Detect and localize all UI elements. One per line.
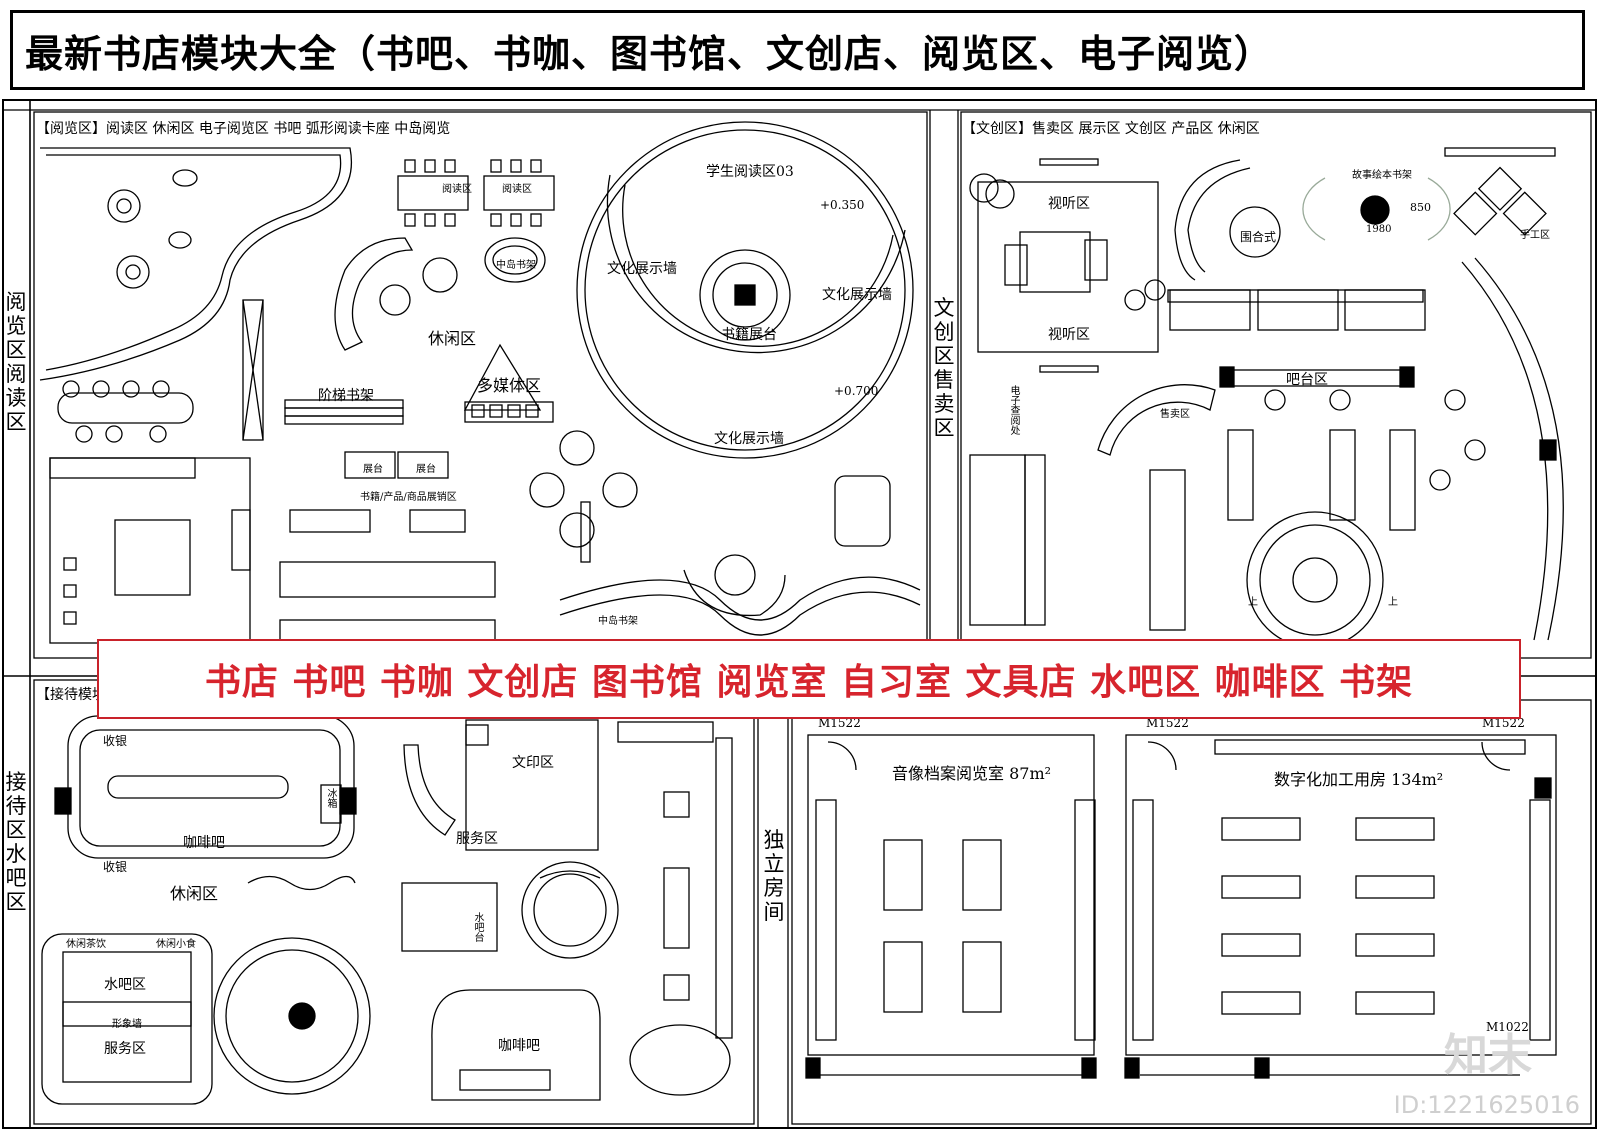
label-product-area: 书籍/产品/商品展销区 [360,492,457,503]
side-label-room: 独立房间 [763,828,785,924]
label-cashier-bottom: 收银 [103,860,128,874]
label-leisure: 休闲区 [428,329,477,348]
label-av-top: 视听区 [1048,196,1090,212]
brand-watermark: 知末 [1444,1030,1532,1081]
label-story-shelf: 故事绘本书架 [1352,170,1412,181]
label-fridge: 冰箱 [325,788,336,808]
label-service: 服务区 [104,1041,146,1057]
label-water-bar: 水吧区 [104,977,146,993]
label-up-left: 上 [1248,597,1258,608]
label-reading-zone-1: 阅读区 [442,184,472,195]
label-dim-850: 850 [1410,201,1431,214]
label-door-1: M1522 [818,716,861,730]
label-service-2: 服务区 [456,831,498,847]
label-culture-wall-right: 文化展示墙 [822,287,892,303]
label-snack: 休闲小食 [156,939,196,950]
label-level-b: +0.700 [834,384,879,398]
label-image-wall: 形象墙 [112,1019,142,1030]
label-level-a: +0.350 [820,198,865,212]
banner-text: 书店 书吧 书咖 文创店 图书馆 阅览室 自习室 文具店 水吧区 咖啡区 书架 [204,662,1414,703]
label-student-reading: 学生阅读区03 [706,164,794,180]
label-door-4: M1022 [1486,1020,1529,1034]
reading-panel-header: 【阅览区】阅读区 休闲区 电子阅览区 书吧 弧形阅读卡座 中岛阅览 [36,121,451,137]
keyword-banner: 书店 书吧 书咖 文创店 图书馆 阅览室 自习室 文具店 水吧区 咖啡区 书架 [97,639,1521,719]
label-culture-wall-bottom: 文化展示墙 [714,431,784,447]
label-water-bar-2: 水吧台 [472,912,483,942]
label-door-2: M1522 [1146,716,1189,730]
label-digital: 数字化加工用房 134m² [1274,770,1444,789]
label-island-bottom: 中岛书架 [598,616,638,627]
label-tea: 休闲茶饮 [66,939,106,950]
title-bar: 最新书店模块大全（书吧、书咖、图书馆、文创店、阅览区、电子阅览） [10,10,1585,90]
label-round-table: 围合式 [1240,230,1277,244]
label-reading-zone-2: 阅读区 [502,184,532,195]
label-island-book: 中岛书架 [496,260,536,271]
label-leisure-reception: 休闲区 [170,884,219,903]
label-coffee-bar-2: 咖啡吧 [498,1038,540,1054]
label-handcraft: 手工区 [1520,230,1550,241]
side-label-creative: 文创区 售卖区 [933,296,955,440]
creative-panel-header: 【文创区】售卖区 展示区 文创区 产品区 休闲区 [962,121,1260,137]
label-print: 文印区 [512,755,554,771]
label-up-right: 上 [1388,597,1398,608]
label-display-2: 展台 [416,464,436,475]
label-book-stand: 书籍展台 [721,327,777,343]
side-label-reading: 阅览区 阅读区 [5,290,27,434]
label-culture-wall-left: 文化展示墙 [607,261,677,277]
label-ereader: 电子查阅处 [1008,385,1019,435]
page-title: 最新书店模块大全（书吧、书咖、图书馆、文创店、阅览区、电子阅览） [25,31,1274,76]
label-coffee-bar: 咖啡吧 [183,835,225,851]
reception-panel-header: 【接待模块 [36,687,106,703]
image-id: ID:1221625016 [1393,1091,1580,1119]
label-display-1: 展台 [363,464,383,475]
label-door-3: M1522 [1482,716,1525,730]
label-dim-1980: 1980 [1366,224,1392,235]
label-sale: 售卖区 [1160,409,1190,420]
label-bar: 吧台区 [1286,372,1328,388]
label-av-bottom: 视听区 [1048,327,1090,343]
label-cashier-top: 收银 [103,734,128,748]
label-av-archive: 音像档案阅览室 87m² [892,764,1052,783]
label-stair-shelf: 阶梯书架 [318,388,374,404]
side-label-reception: 接待区 水吧区 [5,770,27,914]
label-multimedia: 多媒体区 [477,376,542,395]
